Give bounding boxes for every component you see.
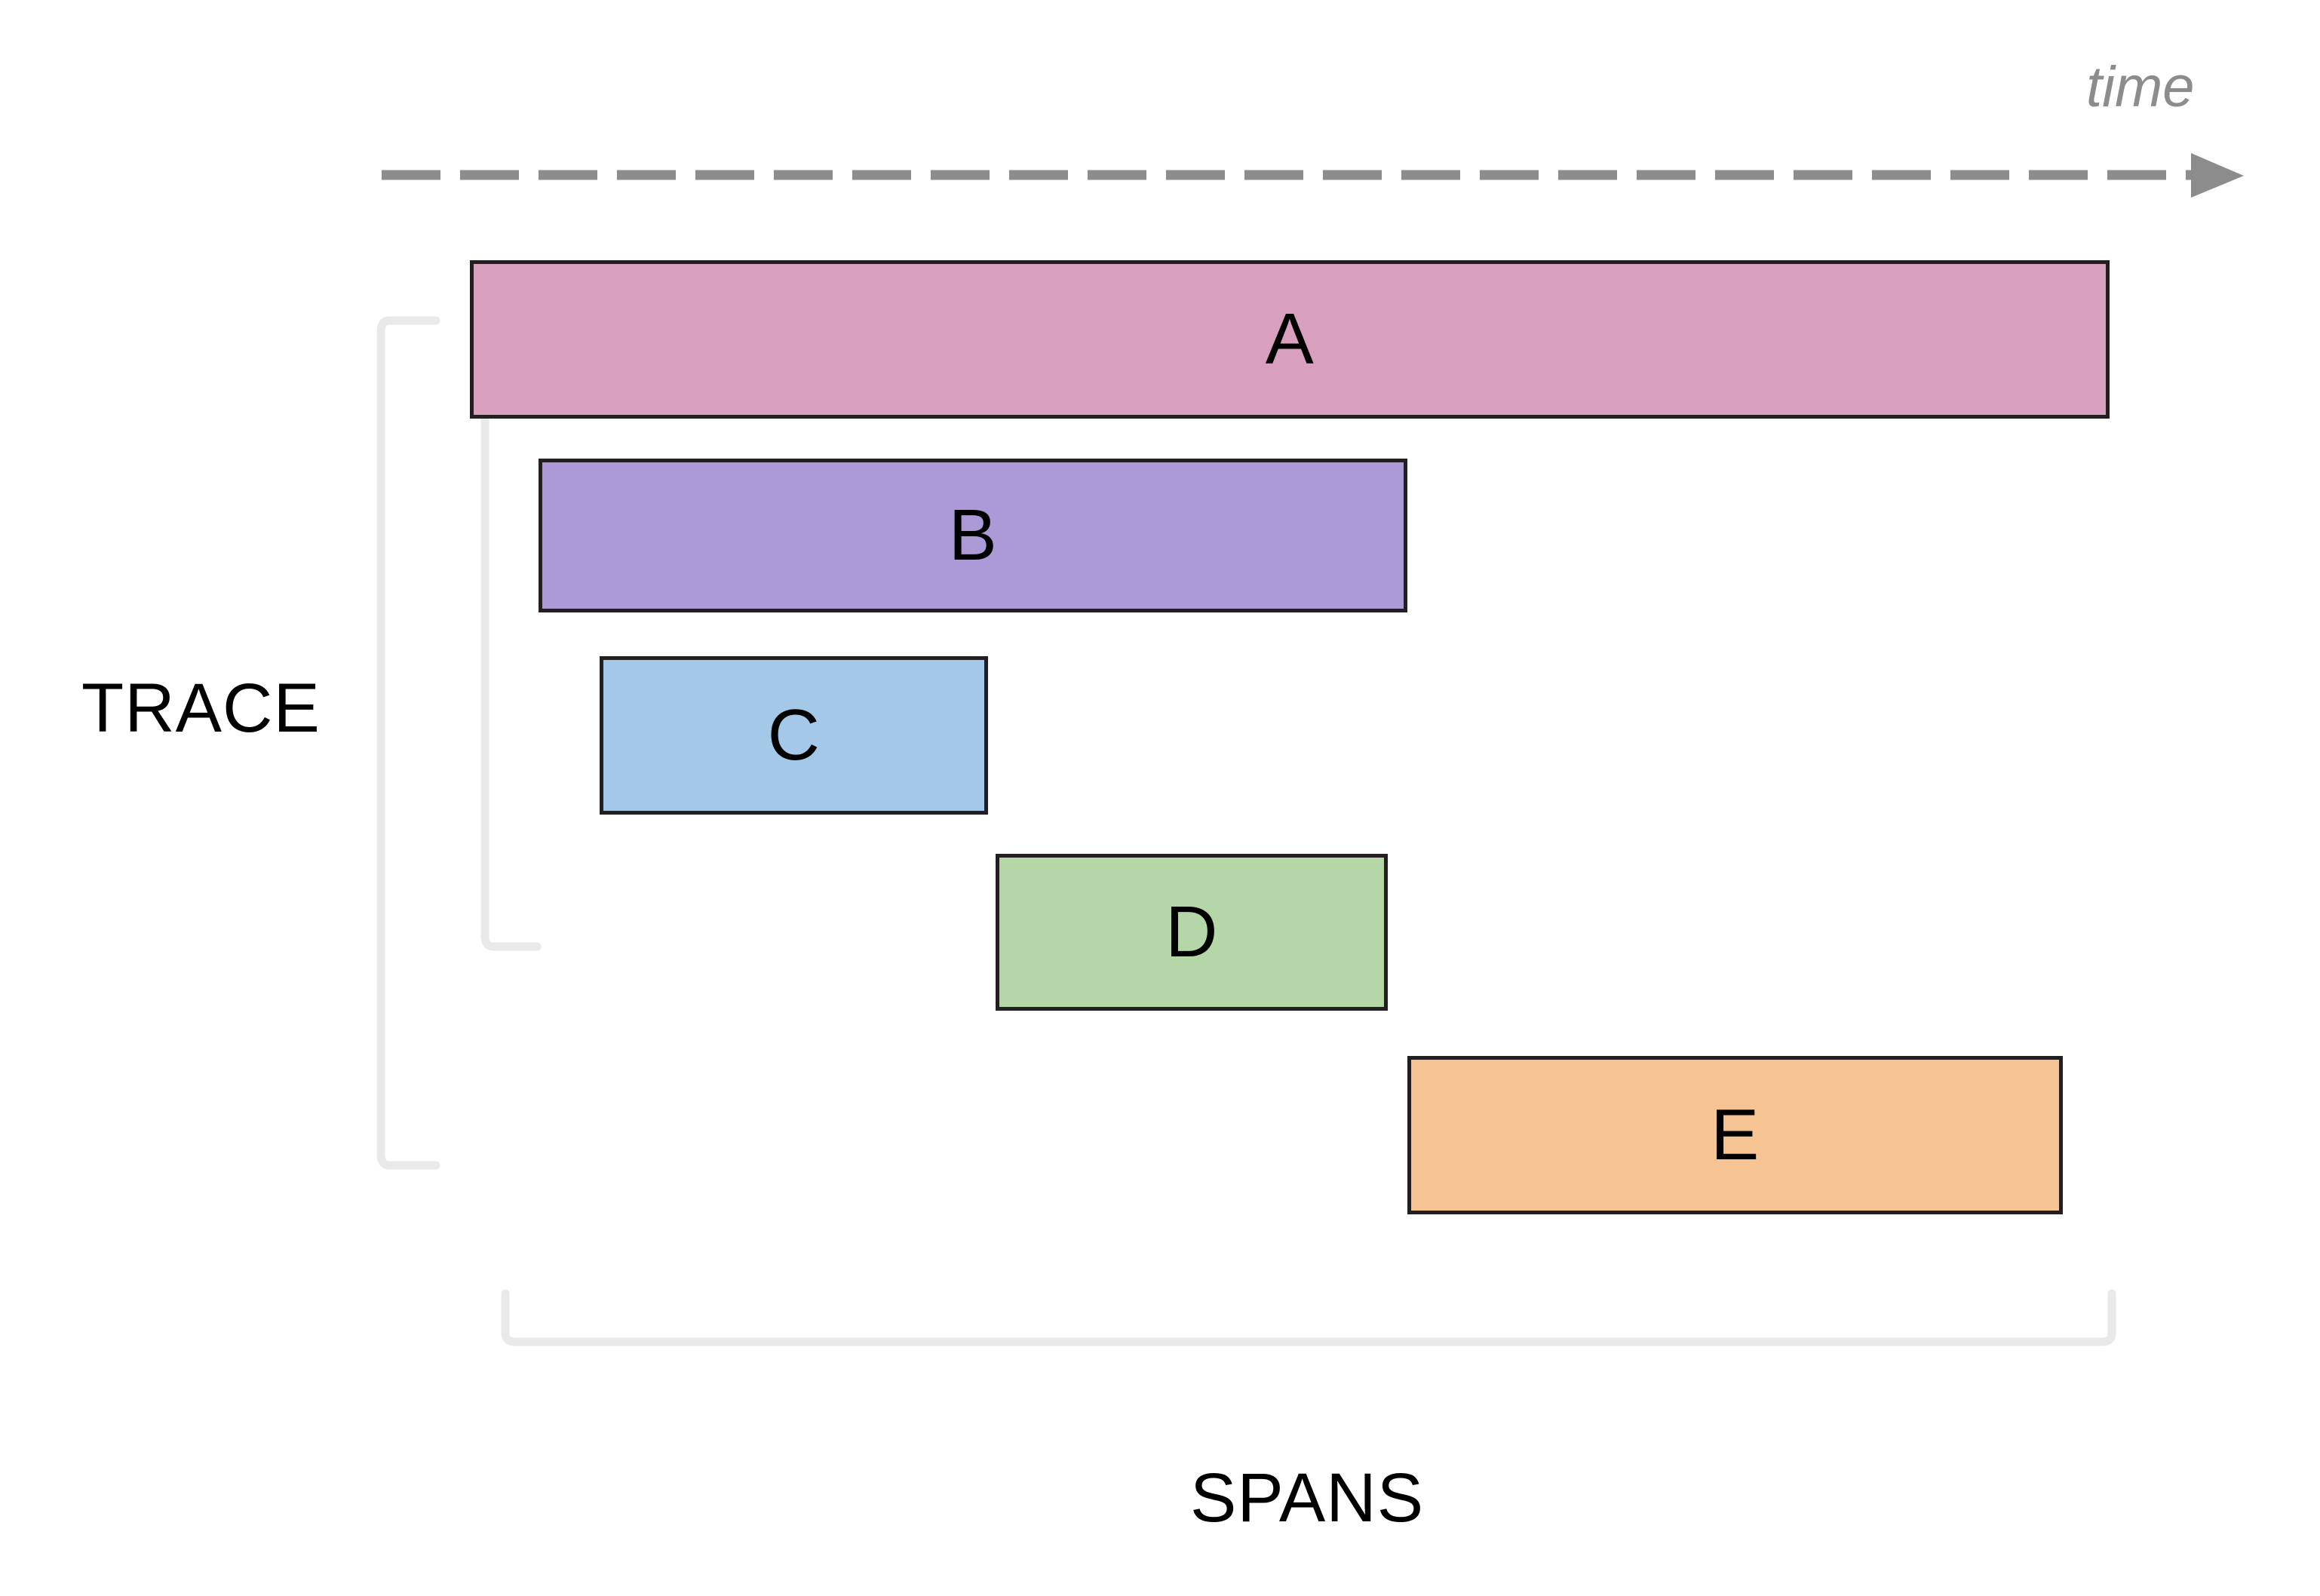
span-bar-a-label: A	[1265, 299, 1315, 379]
time-axis-label: time	[2086, 55, 2195, 119]
span-bar-b[interactable]: B	[539, 459, 1407, 612]
trace-group-label: TRACE	[81, 670, 321, 747]
span-bar-c[interactable]: C	[600, 656, 988, 815]
span-bar-d[interactable]: D	[996, 854, 1388, 1011]
spans-bracket	[501, 1289, 2116, 1346]
span-bar-e-label: E	[1711, 1094, 1760, 1175]
spans-group-label: SPANS	[1190, 1459, 1425, 1536]
span-bar-a[interactable]: A	[470, 260, 2110, 419]
span-bar-d-label: D	[1165, 892, 1218, 972]
time-axis-arrow-icon	[2191, 153, 2244, 198]
trace-bracket	[376, 316, 440, 1170]
span-bar-b-label: B	[948, 495, 998, 575]
span-bar-e[interactable]: E	[1407, 1056, 2063, 1214]
subtrace-bracket	[480, 385, 542, 951]
span-bar-c-label: C	[767, 695, 821, 775]
